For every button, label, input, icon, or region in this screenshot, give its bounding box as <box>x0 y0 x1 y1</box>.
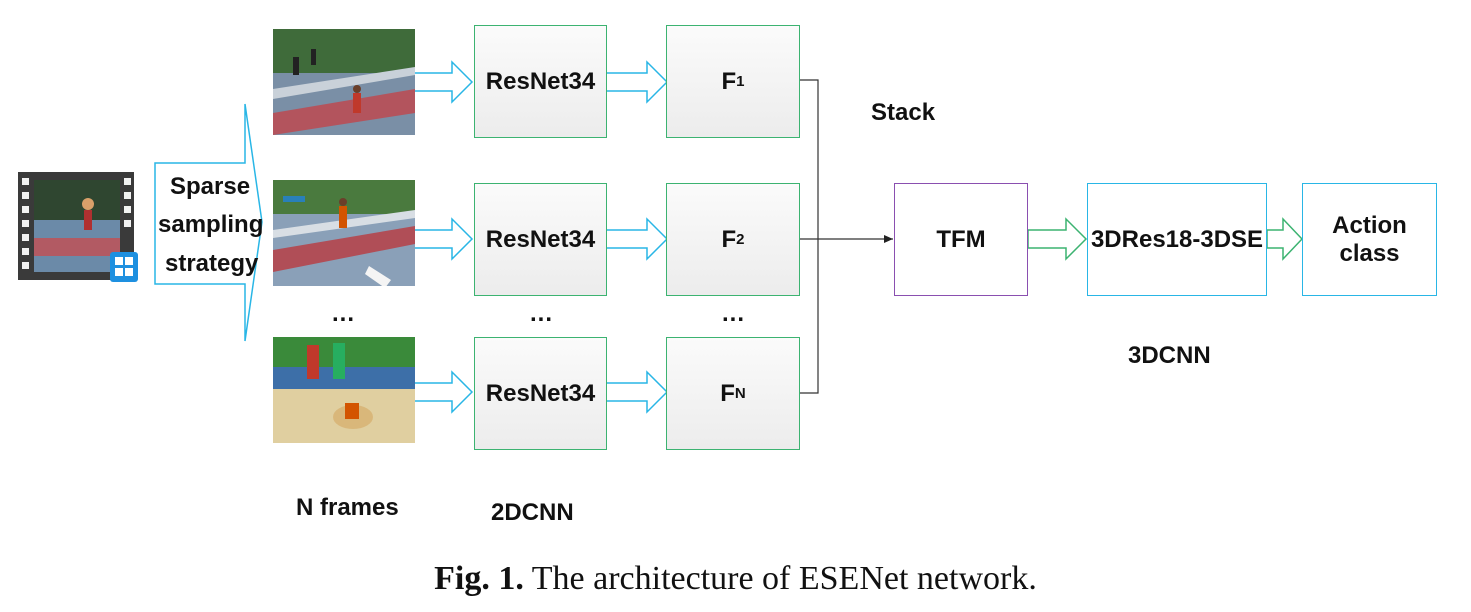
sampling-label-line-2: sampling <box>158 211 264 238</box>
feature-map-1-main: F <box>721 67 737 95</box>
resnet-to-feature-arrow-3 <box>605 370 669 414</box>
figure-caption-text: The architecture of ESENet network. <box>523 560 1037 597</box>
action-class-block: Action class <box>1302 183 1437 296</box>
n-frames-label: N frames <box>296 494 399 521</box>
3dres-to-action-arrow <box>1266 217 1304 261</box>
frame-thumbnail-1 <box>273 29 415 135</box>
ellipsis-resnet: ... <box>530 300 554 327</box>
feature-map-2-sub: 2 <box>736 231 745 248</box>
feature-map-3-main: F <box>720 379 735 407</box>
feature-map-3-sub: N <box>734 385 746 402</box>
feature-map-1-sub: 1 <box>736 73 745 90</box>
frame-to-resnet-arrow-1 <box>412 60 474 104</box>
sampling-arrow <box>154 103 263 342</box>
resnet-to-feature-arrow-1 <box>605 60 669 104</box>
sampling-label-line-3: strategy <box>165 250 259 277</box>
ellipsis-features: ... <box>722 300 746 327</box>
3dres18-3dse-block: 3DRes18-3DSE <box>1087 183 1267 296</box>
tfm-to-3dres-arrow <box>1027 217 1088 261</box>
frame-to-resnet-arrow-2 <box>412 217 474 261</box>
frame-thumbnail-2 <box>273 180 415 286</box>
stack-label: Stack <box>871 99 936 126</box>
2dcnn-label: 2DCNN <box>491 499 574 526</box>
resnet34-block-3: ResNet34 <box>474 337 607 450</box>
resnet34-block-2: ResNet34 <box>474 183 607 296</box>
figure-caption: Fig. 1. The architecture of ESENet netwo… <box>0 560 1471 598</box>
feature-map-2-main: F <box>721 225 737 253</box>
frame-to-resnet-arrow-3 <box>412 370 474 414</box>
resnet-to-feature-arrow-2 <box>605 217 669 261</box>
frame-thumbnail-3 <box>273 337 415 443</box>
stack-bracket <box>799 79 819 394</box>
tfm-block: TFM <box>894 183 1028 296</box>
resnet34-block-1: ResNet34 <box>474 25 607 138</box>
sampling-label-line-1: Sparse <box>170 173 251 200</box>
figure-caption-prefix: Fig. 1. <box>434 560 524 597</box>
video-file-icon <box>18 172 138 282</box>
3dcnn-label: 3DCNN <box>1128 342 1211 369</box>
ellipsis-frames: ... <box>332 300 356 327</box>
